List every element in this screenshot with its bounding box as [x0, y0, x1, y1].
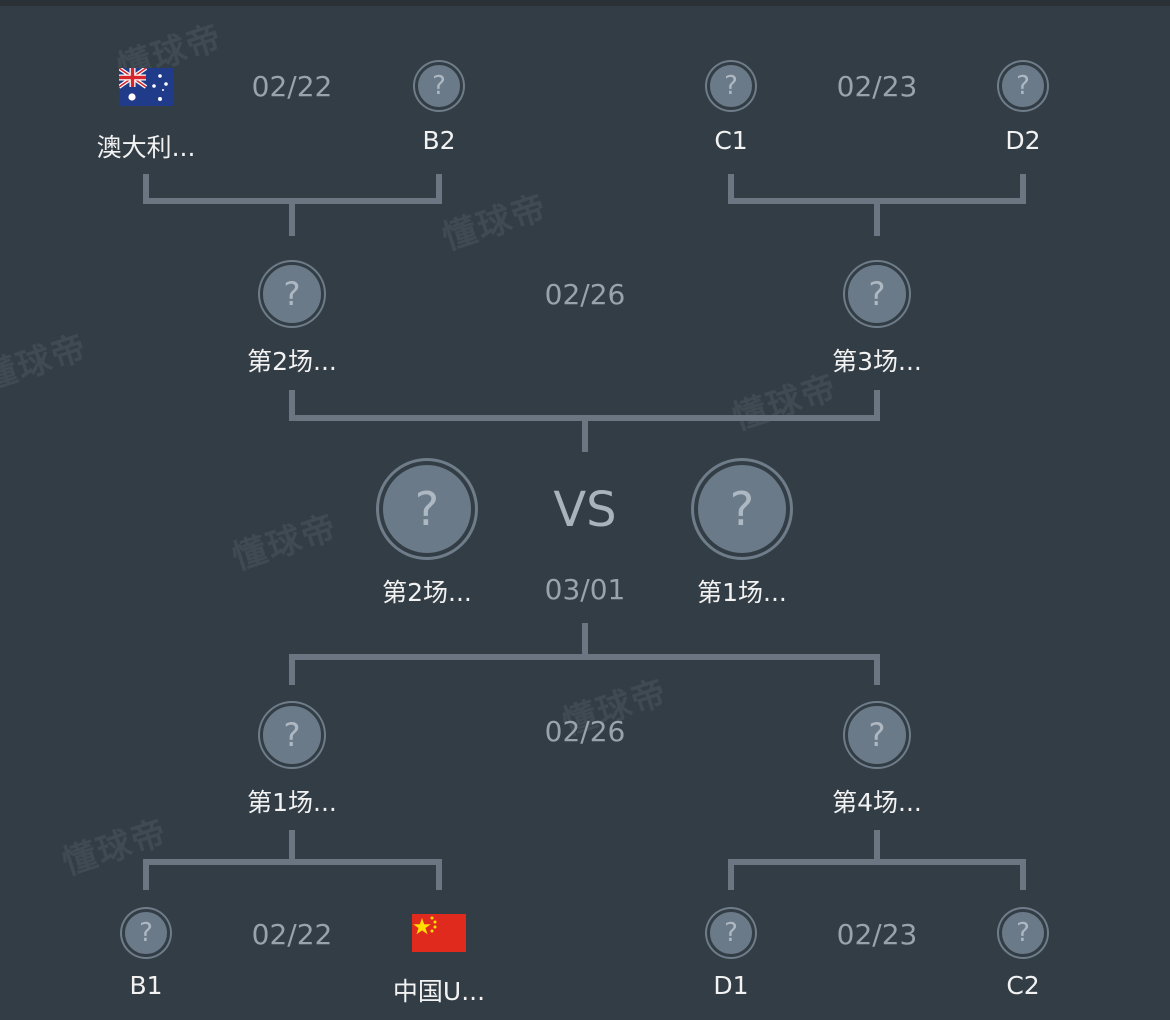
team-slot[interactable]: ? C2 — [923, 909, 1123, 1000]
team-slot[interactable]: ? 第2场... — [192, 262, 392, 378]
team-slot[interactable]: 中国U... — [339, 912, 539, 1008]
team-name: B1 — [129, 971, 163, 1000]
question-mark-icon: ? — [707, 909, 755, 957]
connector-final-bottom — [289, 623, 880, 685]
team-slot[interactable]: ? C1 — [631, 62, 831, 155]
team-name: 第3场... — [832, 347, 922, 376]
team-slot[interactable]: ? D1 — [631, 909, 831, 1000]
question-mark-icon: ? — [260, 262, 324, 326]
team-name: 第2场... — [247, 347, 337, 376]
team-name: C1 — [714, 126, 748, 155]
team-slot[interactable]: ? D2 — [923, 62, 1123, 155]
connector-semi-top — [289, 390, 880, 452]
match-date: 02/23 — [836, 70, 918, 103]
team-name: D2 — [1005, 126, 1041, 155]
question-mark-icon: ? — [260, 703, 324, 767]
question-mark-icon: ? — [415, 62, 463, 110]
team-slot[interactable]: ? 第3场... — [777, 262, 977, 378]
connector-bottom-left — [143, 830, 442, 890]
team-name: 第4场... — [832, 788, 922, 817]
vs-label: VS — [553, 482, 617, 538]
question-mark-icon: ? — [999, 62, 1047, 110]
team-slot[interactable]: 澳大利... — [46, 66, 246, 164]
team-name: 澳大利... — [96, 133, 196, 162]
top-bar — [0, 0, 1170, 6]
question-mark-icon: ? — [845, 262, 909, 326]
team-name: 第2场... — [382, 578, 472, 607]
match-date: 03/01 — [544, 573, 626, 606]
match-date: 02/26 — [544, 278, 626, 311]
team-name: D1 — [713, 971, 749, 1000]
question-mark-icon: ? — [999, 909, 1047, 957]
match-date: 02/26 — [544, 715, 626, 748]
team-slot[interactable]: ? B2 — [339, 62, 539, 155]
china-flag-icon — [339, 912, 539, 954]
team-name: B2 — [422, 126, 456, 155]
team-slot[interactable]: ? 第4场... — [777, 703, 977, 819]
question-mark-icon: ? — [122, 909, 170, 957]
question-mark-icon: ? — [707, 62, 755, 110]
question-mark-icon: ? — [379, 461, 475, 557]
team-name: 第1场... — [247, 788, 337, 817]
connector-top-left — [143, 174, 442, 236]
australia-flag-icon — [46, 66, 246, 108]
question-mark-icon: ? — [845, 703, 909, 767]
connector-top-right — [728, 174, 1026, 236]
team-slot[interactable]: ? B1 — [46, 909, 246, 1000]
connector-bottom-right — [728, 830, 1026, 890]
team-name: 第1场... — [697, 578, 787, 607]
question-mark-icon: ? — [694, 461, 790, 557]
match-date: 02/22 — [251, 70, 333, 103]
team-slot[interactable]: ? 第1场... — [192, 703, 392, 819]
match-date: 02/22 — [251, 918, 333, 951]
team-slot[interactable]: ? 第2场... — [327, 461, 527, 609]
match-date: 02/23 — [836, 918, 918, 951]
team-name: 中国U... — [392, 977, 486, 1006]
team-slot[interactable]: ? 第1场... — [642, 461, 842, 609]
team-name: C2 — [1006, 971, 1040, 1000]
